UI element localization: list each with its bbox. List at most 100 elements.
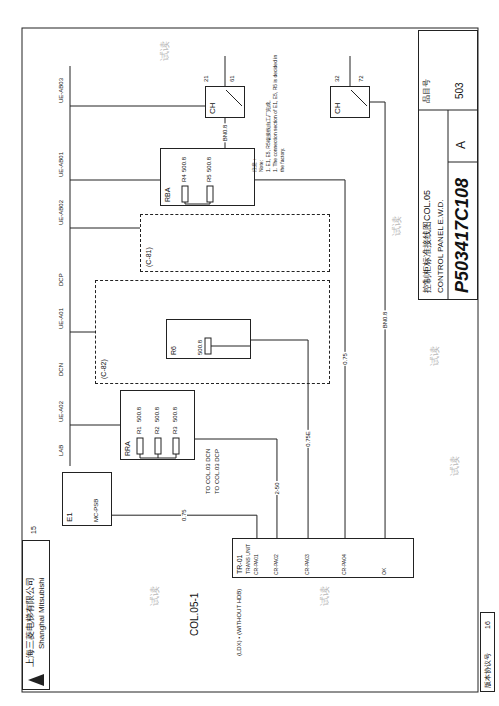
node-text: 品目号 xyxy=(423,79,431,103)
node-text: (C-81) xyxy=(145,247,152,267)
sheet-frame xyxy=(448,110,449,300)
resistor-box: RRA xyxy=(120,390,195,460)
resistor-symbol xyxy=(205,338,211,354)
wire-gauge: 2-50 xyxy=(274,481,280,495)
terminal-name: CR-PA04 xyxy=(342,554,347,575)
sheet-number: COL.05-1 xyxy=(190,593,200,636)
node-text: (C-82) xyxy=(100,359,107,379)
node-text: 16 xyxy=(484,621,491,629)
unit-note: (LDX) • (WITHOUT HDB) xyxy=(236,589,242,656)
contactor-symbol xyxy=(226,90,242,106)
contactor-symbol xyxy=(351,90,367,106)
resistor-value: 500.8 xyxy=(136,407,142,422)
bus-wire xyxy=(70,425,120,426)
resistor-value: 500.8 xyxy=(181,157,187,172)
node-text: 版本协议号 xyxy=(484,653,491,688)
note-text: 1. The connection section of E1, E5, R5 … xyxy=(273,55,278,172)
wire-gauge: BN0.8 xyxy=(382,311,388,330)
contact-number: 61 xyxy=(229,75,235,82)
company-logo xyxy=(28,674,44,686)
resistor-value: R1 xyxy=(136,426,142,434)
signal-name: LAB xyxy=(58,445,64,456)
node-text: A xyxy=(455,141,467,149)
resistor-box: R6 500.8 xyxy=(166,319,251,359)
terminal-name: CR-PA01 xyxy=(254,554,259,575)
contactor-symbol xyxy=(225,56,367,106)
revision-box: 版本协议号 16 xyxy=(480,612,495,692)
node-text: 500.8 xyxy=(197,340,203,355)
contactor-box: CH xyxy=(205,86,245,118)
wire-gauge: 0.75E xyxy=(305,430,311,448)
bus-wire xyxy=(70,66,71,466)
note-text: 注意： xyxy=(252,157,257,172)
resistor-symbol xyxy=(211,346,250,347)
node-text: TRANS UNIT xyxy=(246,544,251,574)
company-logo xyxy=(28,674,44,686)
wire xyxy=(195,439,277,538)
node-text: 控制柜标准接线图COL.05 xyxy=(423,190,432,293)
signal-name: UE-AB01 xyxy=(58,152,64,177)
equipment-box: E1 MC-PSB xyxy=(62,472,112,526)
wire-gauge: BN0.8 xyxy=(222,124,228,143)
resistor-value: 500.8 xyxy=(172,407,178,422)
node-text: 上海三菱电梯有限公司 xyxy=(26,577,35,667)
contact-number: 72 xyxy=(358,75,364,82)
bus-wire xyxy=(70,66,205,466)
resistor-symbol xyxy=(182,186,188,202)
signal-name: TO COL.03 DCN xyxy=(205,449,211,494)
sheet-frame xyxy=(22,28,478,692)
watermark: 试读 xyxy=(150,586,160,606)
watermark: 试读 xyxy=(450,456,460,476)
resistor-value: 500.8 xyxy=(206,157,212,172)
watermark: 试读 xyxy=(160,41,170,61)
title-block: 控制柜标准接线图COL.05 CONTROL PANEL E.W.D. P50341… xyxy=(418,30,478,300)
node-text: R6 xyxy=(170,346,177,355)
bus-wire xyxy=(70,180,160,181)
sheet-frame xyxy=(418,110,478,111)
node-text: P503417C108 xyxy=(453,178,471,293)
resistor-value: R2 xyxy=(154,426,160,434)
resistor-symbol xyxy=(140,454,141,458)
contactor-box: CH xyxy=(330,86,370,118)
node-text: MC-PSB xyxy=(93,499,99,522)
resistor-symbol xyxy=(207,186,213,202)
bus-wire xyxy=(70,106,205,107)
watermark: 试读 xyxy=(430,346,440,366)
note-text: Note: xyxy=(259,160,264,172)
circuit-region: (C-81) xyxy=(140,214,330,272)
signal-name: TO COL.03 DCP xyxy=(214,449,220,494)
node-text: RBA xyxy=(164,188,171,202)
signal-name: UE-A02 xyxy=(58,401,64,422)
circuit-region: (C-82) R6 500.8 xyxy=(95,280,330,384)
resistor-value: R5 xyxy=(206,174,212,182)
resistor-value: 500.8 xyxy=(154,407,160,422)
resistor-symbol xyxy=(155,438,161,454)
node-text: CH xyxy=(209,102,217,114)
bus-wire xyxy=(70,228,140,229)
resistor-symbol xyxy=(140,458,176,459)
node-text: CONTROL PANEL E.W.D. xyxy=(437,200,445,294)
contactor-symbol xyxy=(350,56,351,86)
resistor-symbol xyxy=(158,454,159,458)
node-text: E1 xyxy=(66,512,74,522)
resistor-value: R3 xyxy=(172,426,178,434)
wire xyxy=(255,180,345,538)
terminal-name: CR-PA02 xyxy=(274,554,279,575)
wire-gauge: 0.75 xyxy=(181,508,187,522)
node-text: Shanghai Mitsubishi xyxy=(38,577,46,649)
terminal-name: CR-PA03 xyxy=(305,554,310,575)
signal-name: DCN xyxy=(58,363,64,376)
signal-name: DCP xyxy=(58,273,64,286)
sheet-frame xyxy=(22,28,478,692)
resistor-symbol xyxy=(137,438,143,454)
signal-name: UE-AB03 xyxy=(58,78,64,103)
company-block: 上海三菱电梯有限公司Shanghai Mitsubishi xyxy=(22,540,50,690)
resistor-symbol xyxy=(176,454,177,458)
wire xyxy=(250,340,308,538)
watermark: 试读 xyxy=(392,216,402,236)
node-text: TR-01 xyxy=(236,555,243,574)
signal-name: UE-A01 xyxy=(58,308,64,329)
